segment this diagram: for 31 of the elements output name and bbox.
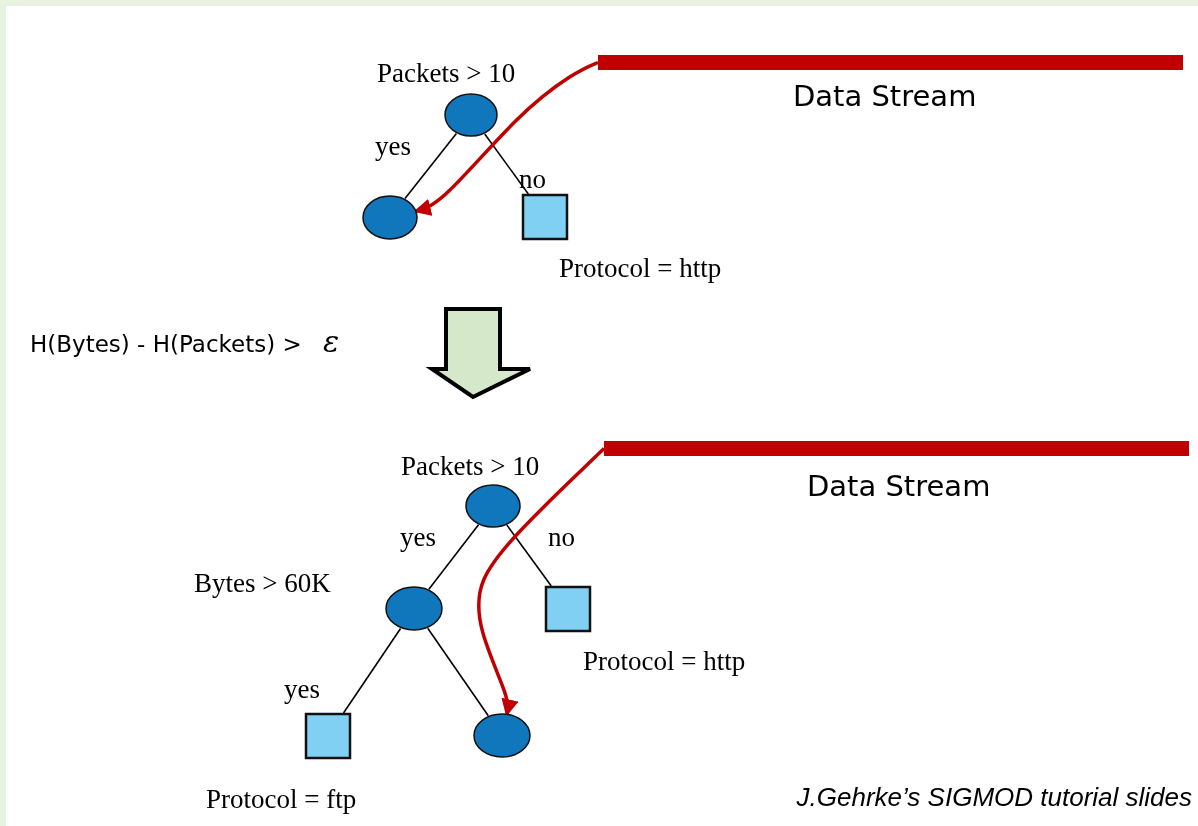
condition-label: Protocol = ftp <box>206 786 357 813</box>
edge-label: yes <box>400 524 436 551</box>
branch-line <box>342 627 402 714</box>
leaf-square <box>522 194 568 240</box>
leaf-square <box>305 713 351 759</box>
tree-node-ellipse <box>362 195 418 240</box>
stream-label: Data Stream <box>807 472 991 501</box>
branch-line <box>428 524 480 590</box>
tree-node-ellipse <box>473 713 531 758</box>
tree-node-ellipse <box>444 93 498 137</box>
branch-line <box>483 133 530 195</box>
edge-label: yes <box>375 133 411 160</box>
data-stream-bar <box>598 55 1183 70</box>
edge-label: no <box>548 524 575 551</box>
condition-label: Packets > 10 <box>401 453 540 480</box>
condition-label: Protocol = http <box>559 255 722 282</box>
condition-label: Protocol = http <box>583 648 746 675</box>
source-caption: J.Gehrke’s SIGMOD tutorial slides <box>796 784 1192 810</box>
branch-line <box>404 132 458 200</box>
tree-node-ellipse <box>385 586 443 631</box>
edge-label: no <box>519 166 546 193</box>
data-stream-bar <box>604 441 1189 456</box>
condition-label: Packets > 10 <box>377 60 516 87</box>
edge-label: yes <box>284 676 320 703</box>
tree-node-ellipse <box>465 484 521 528</box>
split-criterion-text: H(Bytes) - H(Packets) > ε <box>30 327 340 357</box>
leaf-square <box>545 586 591 632</box>
branch-line <box>506 524 553 587</box>
branch-line <box>426 627 490 717</box>
stream-label: Data Stream <box>793 82 977 111</box>
condition-label: Bytes > 60K <box>194 570 331 597</box>
